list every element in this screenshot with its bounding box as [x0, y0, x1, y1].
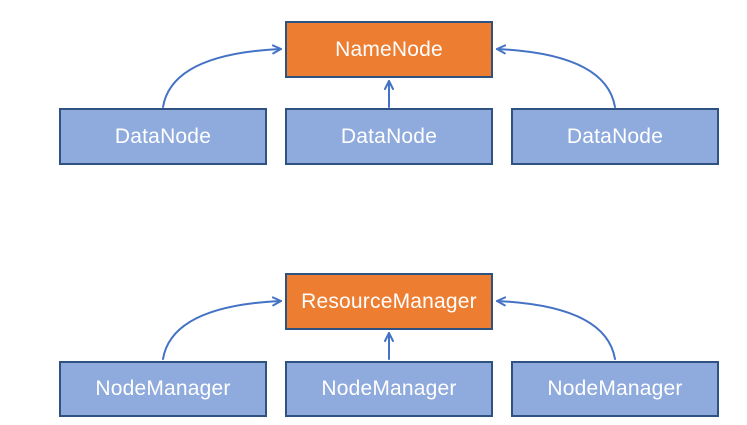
datanode-label-2: DataNode: [340, 124, 438, 148]
nodemanager-label-3: NodeManager: [547, 377, 683, 400]
datanode-label-3: DataNode: [566, 124, 664, 148]
datanode-box-2: DataNode: [285, 108, 493, 165]
datanode-box-3: DataNode: [511, 108, 719, 165]
arrow-worker1-to-namenode: [162, 44, 282, 108]
nodemanager-box-1: NodeManager: [59, 361, 267, 417]
resourcemanager-box: ResourceManager: [285, 273, 493, 330]
namenode-box: NameNode: [285, 21, 493, 78]
arrow-worker1-to-resourcemanager: [162, 296, 282, 360]
namenode-label: NameNode: [335, 37, 443, 61]
nodemanager-label-1: NodeManager: [95, 377, 231, 400]
datanode-box-1: DataNode: [59, 108, 267, 165]
nodemanager-label-2: NodeManager: [321, 377, 457, 400]
arrow-worker3-to-resourcemanager: [496, 296, 616, 360]
arrow-worker3-to-namenode: [496, 44, 616, 108]
resourcemanager-label: ResourceManager: [301, 289, 477, 313]
nodemanager-box-3: NodeManager: [511, 361, 719, 417]
datanode-label-1: DataNode: [114, 124, 212, 148]
nodemanager-box-2: NodeManager: [285, 361, 493, 417]
